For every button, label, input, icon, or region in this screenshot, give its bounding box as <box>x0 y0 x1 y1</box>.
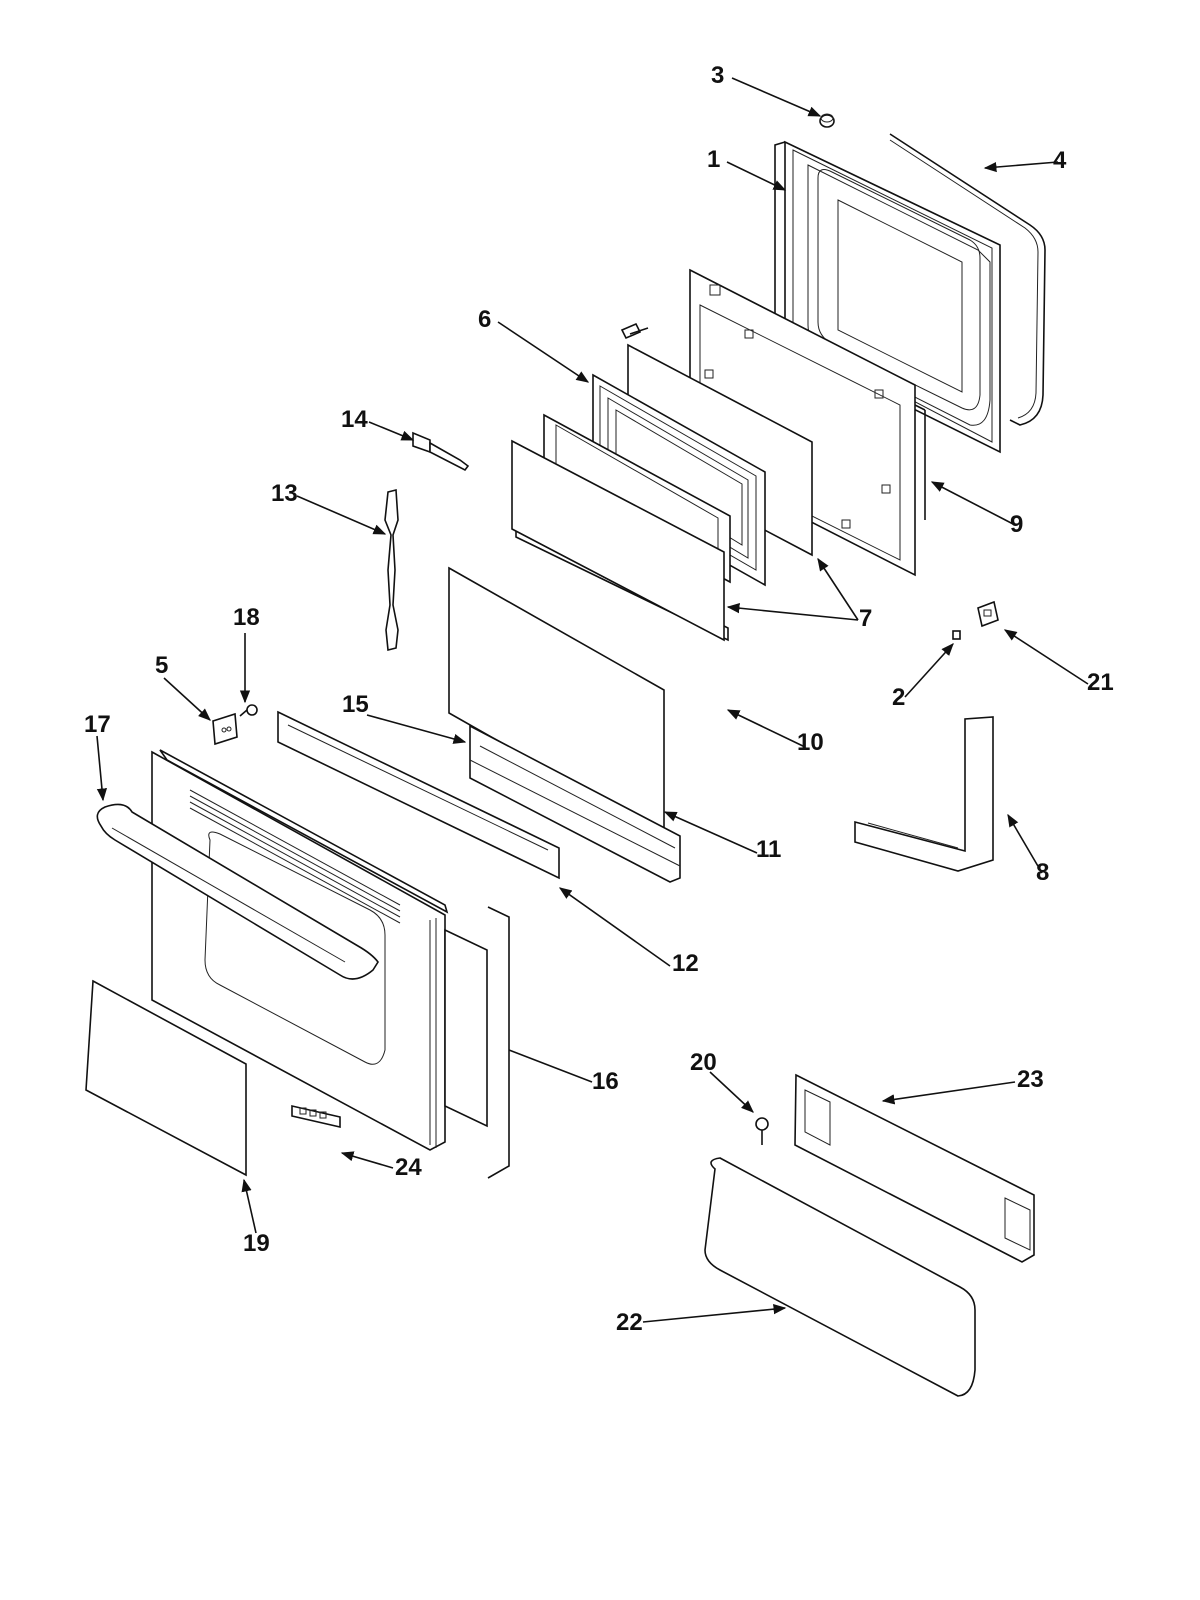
callout-21: 21 <box>1087 669 1114 696</box>
callout-10: 10 <box>797 729 824 756</box>
callout-15: 15 <box>342 691 369 718</box>
part-corner-trim <box>854 716 994 872</box>
part-clip <box>977 600 999 628</box>
part-drawer-bracket <box>794 1073 1035 1263</box>
part-screw-20 <box>755 1117 769 1145</box>
callout-8: 8 <box>1036 859 1049 886</box>
part-hinge-receiver <box>412 431 470 472</box>
callout-23: 23 <box>1017 1066 1044 1093</box>
callout-2: 2 <box>892 684 905 711</box>
callout-16: 16 <box>592 1068 619 1095</box>
part-door-bracket <box>487 906 510 1179</box>
callout-17: 17 <box>84 711 111 738</box>
callout-11: 11 <box>756 836 781 863</box>
callout-22: 22 <box>616 1309 643 1336</box>
callout-5: 5 <box>155 652 168 679</box>
part-inner-door-panel <box>774 140 1001 454</box>
callout-20: 20 <box>690 1049 717 1076</box>
callout-24: 24 <box>395 1154 422 1181</box>
callout-18: 18 <box>233 604 260 631</box>
part-bracket-plate <box>212 712 238 746</box>
part-vent-duct <box>469 724 681 883</box>
part-nut <box>819 113 835 128</box>
callout-1: 1 <box>707 146 720 173</box>
callout-7: 7 <box>859 605 872 632</box>
part-door-handle <box>96 803 379 980</box>
callout-9: 9 <box>1010 511 1023 538</box>
callout-19: 19 <box>243 1230 270 1257</box>
vent-slots <box>189 789 401 924</box>
callout-14: 14 <box>341 406 368 433</box>
part-badge <box>291 1104 341 1129</box>
part-screw <box>620 322 649 340</box>
part-front-glass-panel <box>85 979 247 1177</box>
part-lower-glass-7 <box>511 439 725 642</box>
part-door-gasket <box>889 133 1046 426</box>
part-door-insulation <box>444 928 488 1128</box>
part-hinge-bracket <box>384 488 399 652</box>
part-screw-18 <box>239 704 258 717</box>
callout-labels: 3 1 4 6 14 13 9 7 18 5 21 2 15 17 10 11 … <box>84 62 1114 1336</box>
callout-6: 6 <box>478 306 491 333</box>
leader-lines <box>96 77 1089 1323</box>
callout-3: 3 <box>711 62 724 89</box>
callout-13: 13 <box>271 480 298 507</box>
part-small-nut <box>952 630 961 640</box>
part-vent-trim <box>277 710 560 880</box>
part-drawer-front <box>704 1157 976 1397</box>
callout-12: 12 <box>672 950 699 977</box>
callout-4: 4 <box>1053 147 1067 174</box>
